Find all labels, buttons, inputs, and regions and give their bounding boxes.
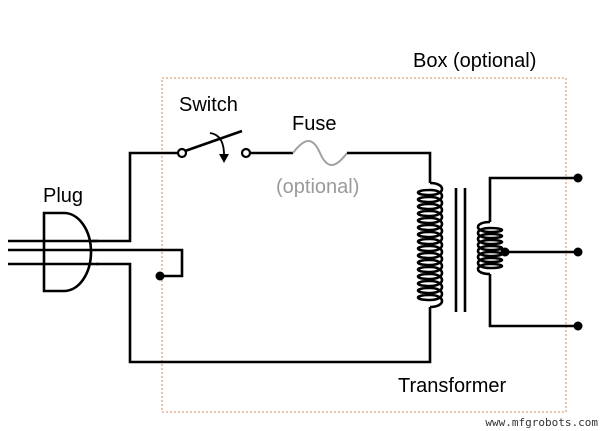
transformer-core — [454, 188, 467, 312]
transformer-label: Transformer — [398, 375, 507, 397]
switch — [176, 129, 252, 163]
secondary-tap-junction — [500, 247, 510, 257]
hot-wire — [92, 151, 178, 243]
fuse-optional-label: (optional) — [276, 176, 359, 198]
fuse-primary-wire — [347, 151, 432, 183]
secondary-bottom-wire — [488, 274, 578, 328]
output-terminal-middle — [573, 247, 583, 257]
fuse-label: Fuse — [292, 113, 336, 135]
fuse — [292, 140, 348, 166]
ground-wire — [91, 248, 184, 278]
secondary-top-wire — [488, 176, 578, 222]
optional-box — [161, 77, 567, 413]
output-terminal-bottom — [573, 321, 583, 331]
watermark: www.mfgrobots.com — [485, 416, 598, 429]
plug — [8, 211, 98, 293]
ground-junction — [155, 271, 165, 281]
return-wire — [96, 262, 432, 364]
secondary-coil — [476, 220, 504, 276]
box-label: Box (optional) — [413, 50, 536, 72]
switch-label: Switch — [179, 94, 238, 116]
plug-label: Plug — [43, 185, 83, 207]
output-terminal-top — [573, 173, 583, 183]
primary-coil — [416, 181, 444, 309]
